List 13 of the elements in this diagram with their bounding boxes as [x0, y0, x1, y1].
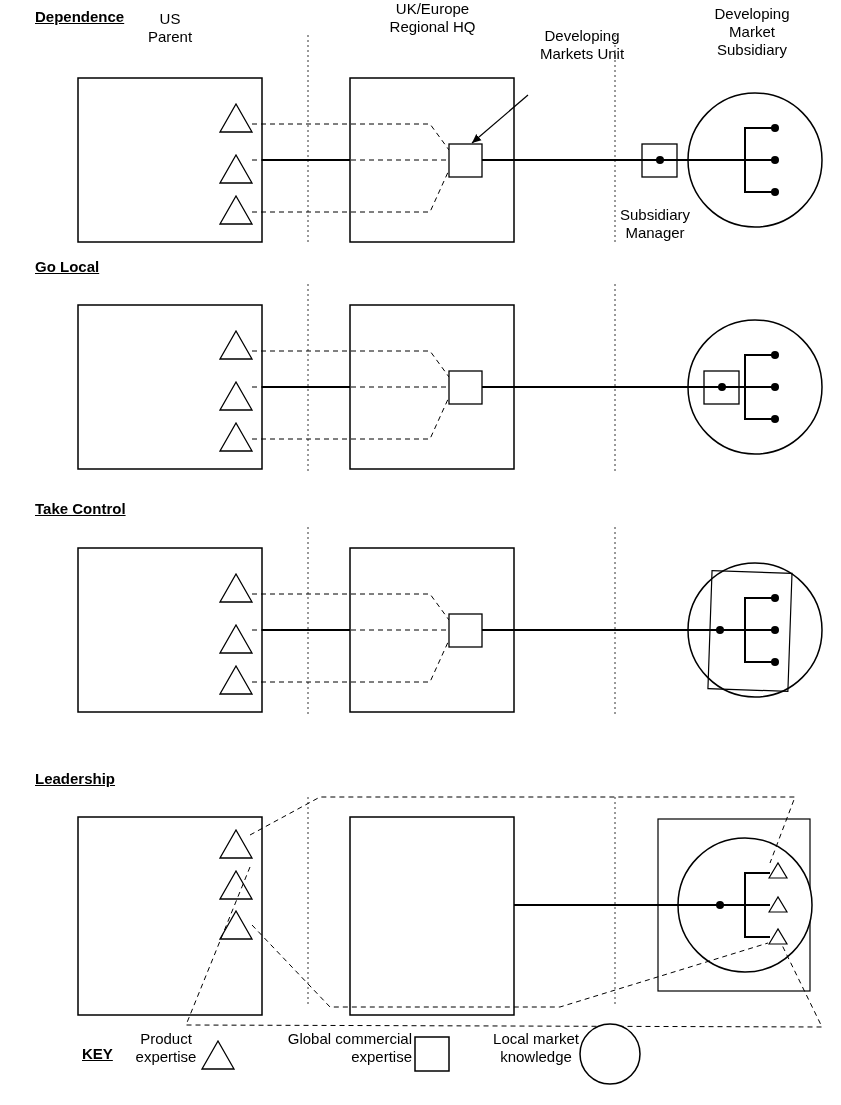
panel-title: Dependence [35, 8, 125, 25]
legend-label: Product expertise [134, 1030, 198, 1066]
panel-title: Leadership [35, 770, 116, 787]
column-heading: Developing Market Subsidiary [713, 5, 791, 59]
column-heading: US Parent [146, 10, 194, 46]
legend-label: Global commercial expertise [286, 1030, 412, 1066]
unit-label: Developing Markets Unit [538, 27, 626, 63]
role-label: Subsidiary Manager [618, 206, 691, 242]
key-title: KEY [82, 1045, 113, 1062]
legend-label: Local market knowledge [492, 1030, 580, 1066]
column-heading: UK/Europe Regional HQ [388, 0, 477, 36]
panel-title: Go Local [35, 258, 100, 275]
panel-title: Take Control [35, 500, 126, 517]
